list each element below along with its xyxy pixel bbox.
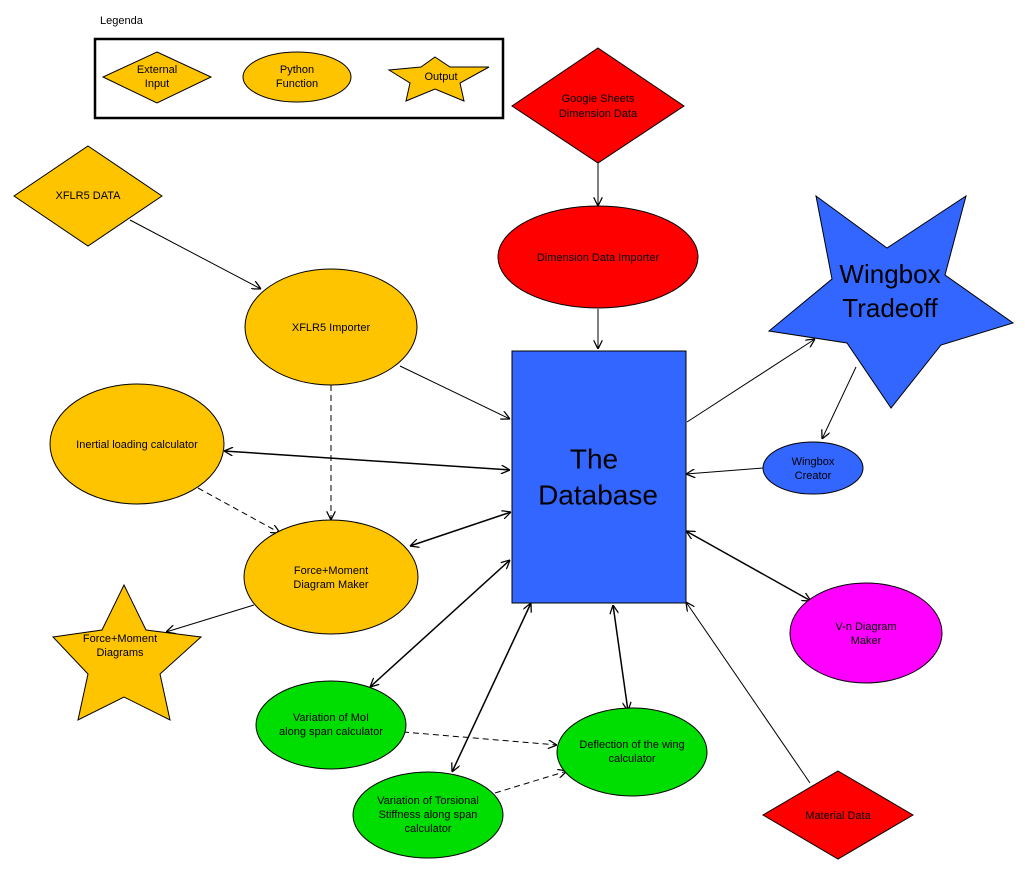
node-xflr5-data-label: XFLR5 DATA xyxy=(56,190,122,202)
node-force-moment-diagrams-star xyxy=(51,583,203,721)
edge-forcemaker-database xyxy=(410,512,511,546)
node-database-label-1: The xyxy=(570,443,618,474)
node-material-label: Material Data xyxy=(805,810,871,822)
edge-moi-database xyxy=(370,560,510,687)
legend-python-function-ellipse xyxy=(242,51,352,103)
node-moi-label-1: Variation of MoI xyxy=(293,712,369,724)
edge-torsional-to-deflection xyxy=(494,771,567,794)
legend-output-star xyxy=(387,56,490,102)
edge-xflr5importer-to-database xyxy=(399,365,510,419)
node-force-moment-maker-label-2: Diagram Maker xyxy=(293,579,369,591)
node-vn-maker-label-1: V-n Diagram xyxy=(835,621,896,633)
edge-torsional-database xyxy=(452,603,531,772)
legend-box xyxy=(93,37,505,120)
node-force-moment-diagrams-label-2: Diagrams xyxy=(96,647,144,659)
node-google-sheets-label-2: Dimension Data xyxy=(559,108,638,120)
edge-material-to-database xyxy=(686,602,811,784)
edge-inertial-database xyxy=(224,451,510,470)
node-wingbox-creator-ellipse xyxy=(762,441,864,495)
legend-external-label-1: External xyxy=(137,64,177,76)
node-vn-maker-ellipse xyxy=(789,582,943,684)
legend-title: Legenda xyxy=(100,15,144,27)
legend-external-label-2: Input xyxy=(145,78,169,90)
legend-external-input-diamond xyxy=(101,51,213,104)
node-dimension-importer-ellipse xyxy=(497,205,699,309)
node-torsional-label-2: Stiffness along span xyxy=(379,809,478,821)
legend-python-label-1: Python xyxy=(280,64,314,76)
node-wingbox-tradeoff-star xyxy=(767,194,1015,409)
node-torsional-label-3: calculator xyxy=(404,823,451,835)
node-deflection-label-1: Deflection of the wing xyxy=(579,739,684,751)
node-torsional-ellipse xyxy=(352,771,504,859)
node-inertial-ellipse xyxy=(49,383,225,505)
edge-forcemaker-to-diagrams xyxy=(166,604,255,632)
edge-tradeoff-to-creator xyxy=(822,366,857,439)
node-database-label-2: Database xyxy=(538,479,658,510)
node-torsional-label-1: Variation of Torsional xyxy=(377,795,479,807)
node-wingbox-creator-label-1: Wingbox xyxy=(792,456,835,468)
node-wingbox-tradeoff-label-1: Wingbox xyxy=(839,259,940,289)
node-force-moment-maker-label-1: Force+Moment xyxy=(294,565,368,577)
edge-xflr5data-to-importer xyxy=(129,219,261,289)
node-wingbox-tradeoff-label-2: Tradeoff xyxy=(842,293,938,323)
node-inertial-label: Inertial loading calculator xyxy=(76,439,198,451)
node-material-diamond xyxy=(762,770,914,860)
edge-inertial-to-forcemaker xyxy=(197,487,280,533)
edge-database-vn xyxy=(686,531,811,601)
node-moi-ellipse xyxy=(255,680,407,770)
legend-python-label-2: Function xyxy=(276,78,318,90)
node-force-moment-diagrams-label-1: Force+Moment xyxy=(83,633,157,645)
node-xflr5-data-diamond xyxy=(13,145,163,247)
node-wingbox-creator-label-2: Creator xyxy=(795,470,832,482)
edge-moi-to-deflection xyxy=(402,731,557,745)
node-deflection-label-2: calculator xyxy=(608,753,655,765)
edge-database-deflection xyxy=(613,605,628,711)
node-database-rect xyxy=(511,350,687,604)
node-xflr5-importer-ellipse xyxy=(244,268,418,386)
legend-output-label: Output xyxy=(424,71,457,83)
node-dimension-importer-label: Dimension Data Importer xyxy=(537,252,660,264)
node-google-sheets-diamond xyxy=(511,47,685,164)
node-moi-label-2: along span calculator xyxy=(279,726,383,738)
node-vn-maker-label-2: Maker xyxy=(851,635,882,647)
node-google-sheets-label-1: Google Sheets xyxy=(562,93,635,105)
node-xflr5-importer-label: XFLR5 Importer xyxy=(292,322,371,334)
node-force-moment-maker-ellipse xyxy=(243,519,419,635)
node-deflection-ellipse xyxy=(556,707,708,797)
edge-creator-to-database xyxy=(686,467,764,474)
edge-database-to-tradeoff xyxy=(686,339,815,423)
